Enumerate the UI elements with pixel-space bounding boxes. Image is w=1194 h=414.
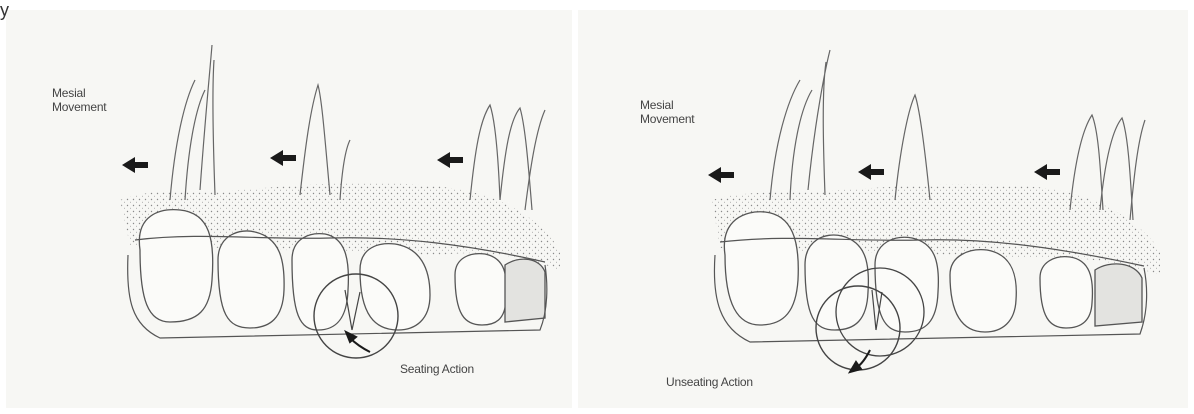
left-arrow-icon — [708, 164, 1060, 183]
seating-action-label: Seating Action — [400, 362, 474, 376]
mesial-movement-label-left: Mesial Movement — [52, 86, 132, 114]
mesial-movement-label-right: Mesial Movement — [640, 98, 720, 126]
unseating-action-label: Unseating Action — [666, 375, 753, 389]
curved-arrow-icon — [346, 332, 370, 352]
